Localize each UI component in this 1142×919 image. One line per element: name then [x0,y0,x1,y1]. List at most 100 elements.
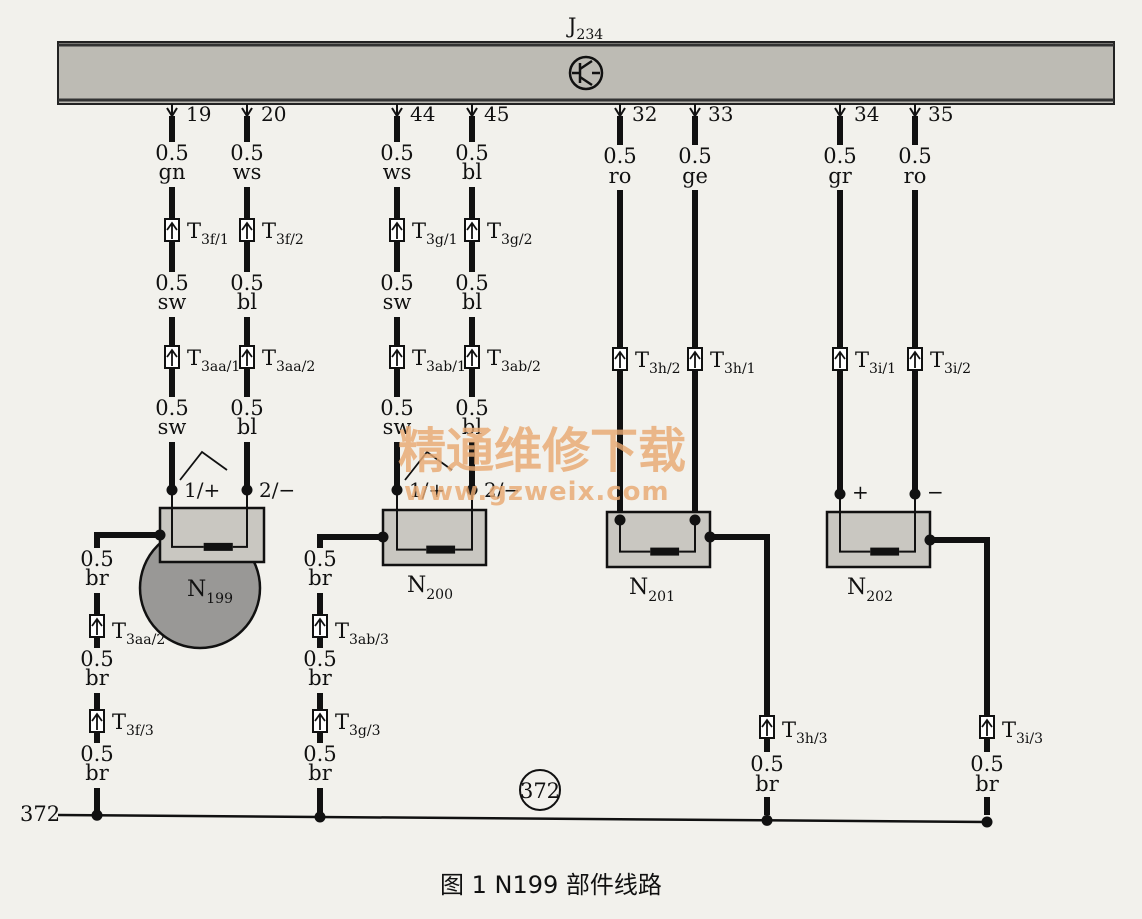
gauge-label: 0.5 [80,742,113,766]
connector-label: T3ab/2 [487,346,541,375]
gauge-label: 0.5 [380,396,413,420]
watermark-text-url: www.gzweix.com [404,477,670,507]
connector-label: T3g/3 [335,710,381,739]
color-label: ws [383,160,412,184]
junction-dot [761,814,773,826]
ground-point-label: 372 [520,779,560,803]
component-n201: N201 [605,510,712,605]
pin-number-20: 20 [261,102,286,126]
gauge-label: 0.5 [80,647,113,671]
gauge-label: 0.5 [303,547,336,571]
connector-label: T3h/3 [782,718,828,747]
transistor-icon [568,55,604,91]
component-n199: 1/+2/−N199 [138,450,295,650]
color-label: sw [158,415,187,439]
figure-caption: 图 1 N199 部件线路 [440,871,662,899]
terminal-dot [834,488,846,500]
terminal-dot [377,531,389,543]
ground-label: 372 [20,802,60,826]
gauge-label: 0.5 [380,271,413,295]
control-unit-j234: J234 [57,14,1115,105]
gauge-label: 0.5 [455,396,488,420]
gauge-label: 0.5 [380,141,413,165]
ground-wire-4: T3i/30.5br [924,534,1043,828]
gauge-label: 0.5 [303,647,336,671]
color-label: br [755,772,779,796]
connector-icon [464,218,480,242]
pin-number-19: 19 [186,102,211,126]
gauge-label: 0.5 [603,144,636,168]
ground-point-symbol [519,769,561,811]
connector-icon [832,347,848,371]
connector-icon [239,345,255,369]
terminal-dot [466,484,478,496]
connector-label: T3h/1 [710,348,756,377]
pin-number-45: 45 [484,102,509,126]
pin-number-34: 34 [854,102,879,126]
terminal-label-right: − [927,480,944,504]
connector-icon [759,715,775,739]
terminal-dot [924,534,936,546]
color-label: br [308,666,332,690]
coil-element [426,545,456,554]
junction-dot [981,816,993,828]
color-label: sw [383,415,412,439]
connector-icon [239,218,255,242]
terminal-label-right: 2/− [484,478,520,502]
color-label: bl [462,160,482,184]
connector-icon [979,715,995,739]
component-n200: 1/+2/−N200 [381,450,520,603]
terminal-dot [704,531,716,543]
gauge-label: 0.5 [678,144,711,168]
connector-icon [89,614,105,638]
terminal-dot [391,484,403,496]
connector-icon [389,345,405,369]
color-label: ro [609,164,632,188]
component-name: N199 [187,577,233,607]
ground-layer: 3723720.5br0.5br0.5brT3aa/2T3f/30.5br0.5… [20,529,1043,828]
color-label: bl [237,290,257,314]
watermark-text-cn: 精通维修下载 [398,423,686,479]
connector-label: T3g/2 [487,219,533,248]
gauge-label: 0.5 [230,271,263,295]
connector-label: T3ab/1 [412,346,466,375]
terminal-label-left: 1/+ [409,478,445,502]
connector-label: T3f/1 [187,219,229,248]
connector-icon [907,347,923,371]
connector-icon [164,345,180,369]
color-label: ro [904,164,927,188]
connector-icon [687,347,703,371]
connector-label: T3h/2 [635,348,681,377]
gauge-label: 0.5 [303,742,336,766]
gauge-label: 0.5 [970,752,1003,776]
coil-element [870,547,900,556]
connector-icon [312,709,328,733]
gauge-label: 0.5 [80,547,113,571]
coil-element [650,547,680,556]
wires-layer: 190.5gn0.5sw0.5swT3f/1T3aa/1200.5ws0.5bl… [152,102,971,520]
color-label: ws [233,160,262,184]
connector-label: T3i/1 [855,348,896,377]
component-name: N201 [629,575,675,605]
terminal-dot [241,484,253,496]
connector-icon [164,218,180,242]
color-label: ge [682,164,708,188]
connector-label: T3i/3 [1002,718,1043,747]
color-label: bl [237,415,257,439]
color-label: bl [462,290,482,314]
connector-label: T3aa/2 [262,346,315,375]
connector-label: T3g/1 [412,219,458,248]
connector-icon [389,218,405,242]
color-label: br [85,666,109,690]
color-label: bl [462,415,482,439]
